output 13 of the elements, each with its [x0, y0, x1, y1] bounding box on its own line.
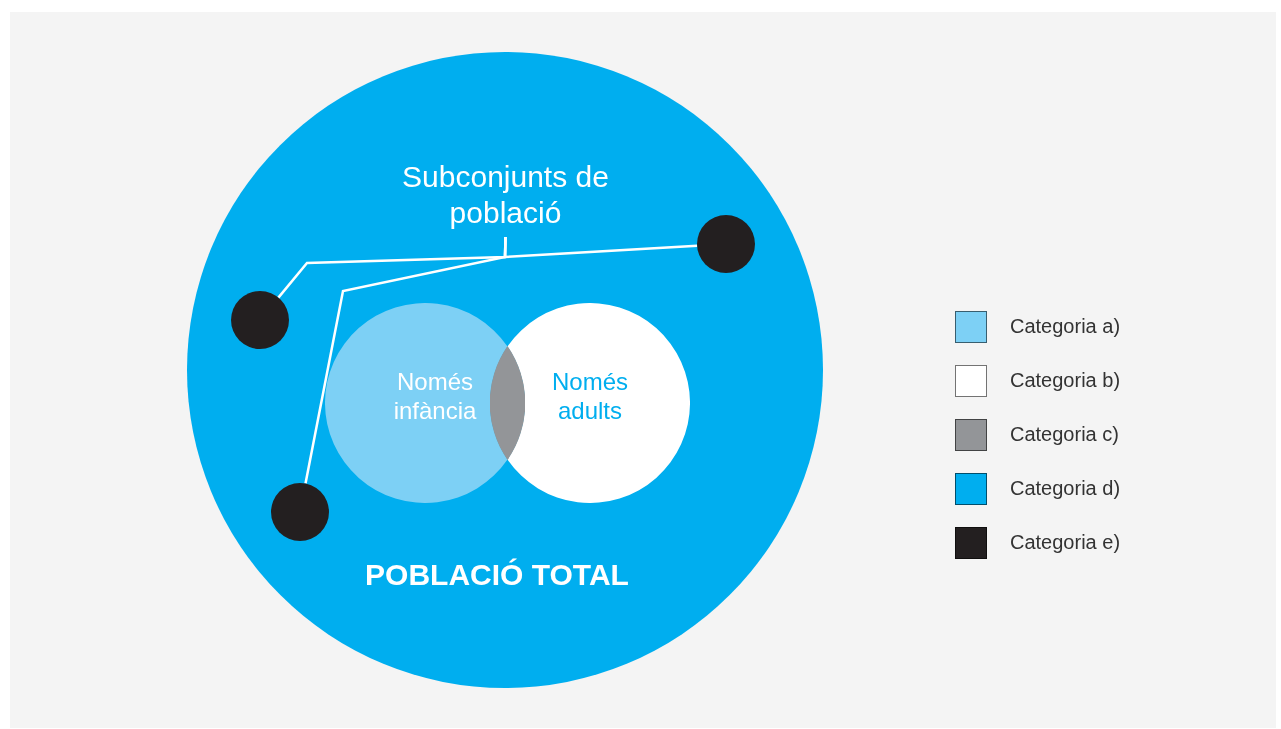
legend-label: Categoria d): [1010, 477, 1121, 500]
subset-dot: [697, 215, 755, 273]
legend-label: Categoria c): [1010, 423, 1119, 446]
legend-label: Categoria e): [1010, 531, 1121, 554]
circle-label: Només adults: [551, 368, 629, 426]
callout-text: Subconjunts de població: [401, 159, 610, 231]
legend-label: Categoria b): [1010, 369, 1121, 392]
subset-dot: [231, 291, 289, 349]
circle-label: Només infància: [392, 368, 478, 426]
legend-label: Categoria a): [1010, 315, 1121, 338]
subset-dot: [271, 483, 329, 541]
leader-line: [503, 236, 698, 259]
circle-title: POBLACIÓ TOTAL: [364, 557, 630, 593]
